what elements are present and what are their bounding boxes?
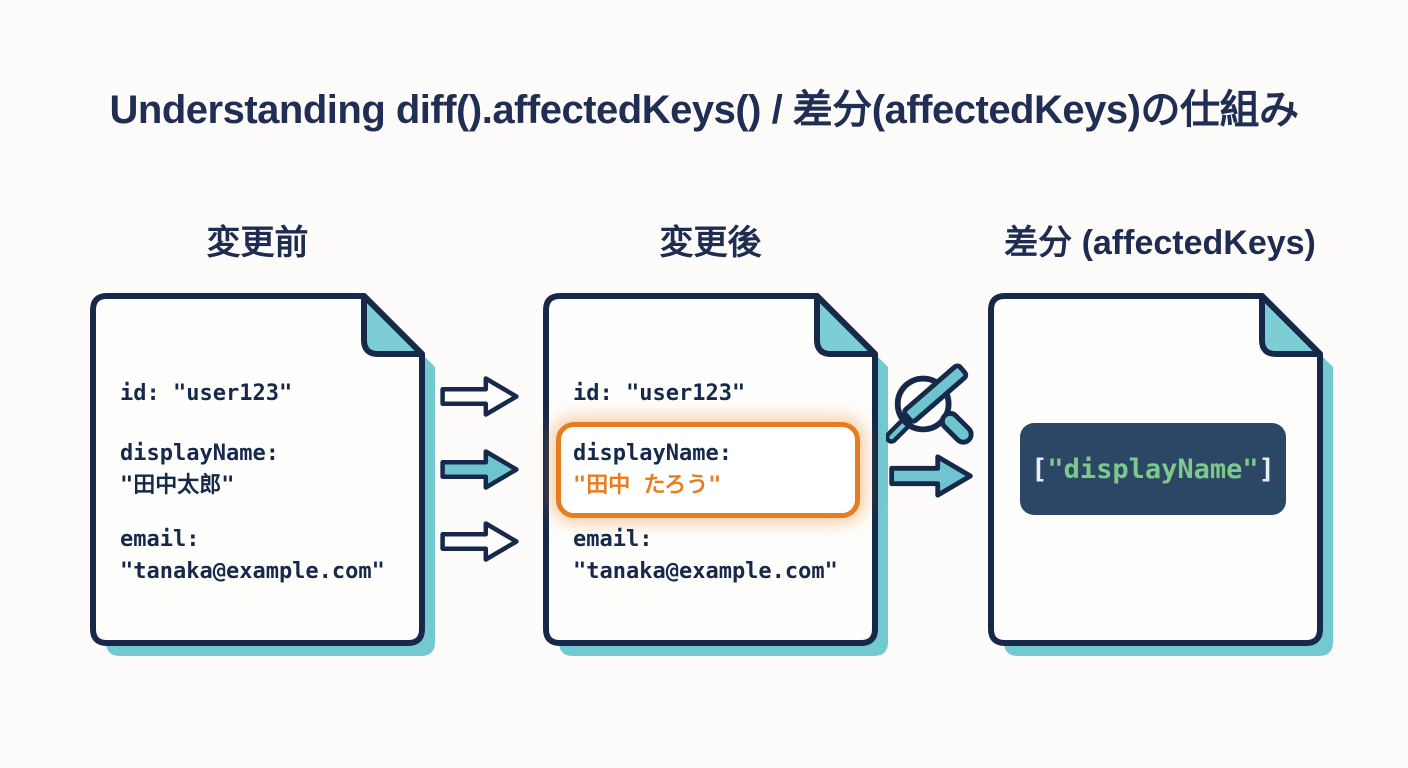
result-close-bracket: ] (1258, 453, 1275, 485)
field-displayname-value: "田中 たろう" (573, 473, 722, 498)
column-label-after: 変更後 (659, 224, 762, 262)
arrow-right-filled-icon (440, 449, 519, 490)
field-displayname-key: displayName: (573, 441, 732, 466)
document-after-content: id: "user123" displayName: "田中 たろう" emai… (543, 293, 878, 646)
document-diff-content: ["displayName"] (988, 293, 1323, 646)
document-before: id: "user123" displayName: "田中太郎" email:… (90, 293, 442, 663)
changed-field-highlight (556, 422, 860, 518)
field-displayname-value: "田中太郎" (120, 473, 235, 498)
page-title: Understanding diff().affectedKeys() / 差分… (109, 87, 1299, 132)
affected-keys-result: ["displayName"] (1020, 423, 1286, 515)
field-email-value: "tanaka@example.com" (573, 559, 838, 584)
field-id: id: "user123" (573, 381, 746, 406)
magnifier-diff-icon (886, 363, 974, 445)
document-page-icon (90, 293, 435, 656)
field-email-key: email: (120, 527, 200, 552)
document-after: id: "user123" displayName: "田中 たろう" emai… (543, 293, 895, 663)
column-label-diff: 差分 (affectedKeys) (1004, 224, 1316, 262)
document-before-content: id: "user123" displayName: "田中太郎" email:… (90, 293, 425, 646)
field-email-key: email: (573, 527, 653, 552)
field-id: id: "user123" (120, 381, 293, 406)
field-displayname-key: displayName: (120, 441, 279, 466)
arrow-right-outline-icon (440, 376, 519, 417)
result-open-bracket: [ (1031, 453, 1048, 485)
column-label-before: 変更前 (206, 224, 309, 262)
arrow-right-filled-icon (889, 454, 973, 498)
arrow-right-outline-icon (440, 521, 519, 562)
field-email-value: "tanaka@example.com" (120, 559, 385, 584)
result-key-string: "displayName" (1047, 453, 1259, 485)
document-diff: ["displayName"] (988, 293, 1340, 663)
